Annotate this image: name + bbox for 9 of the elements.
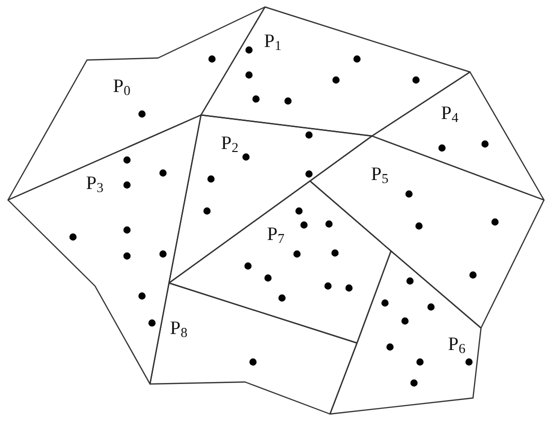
region-label: P$_{4}$ [441,104,458,123]
region-label: P$_{2}$ [221,134,238,153]
region-label: P$_{5}$ [371,165,388,184]
region-label: P$_{6}$ [448,335,466,354]
region-label: P$_{1}$ [264,32,282,51]
region-label: P$_{0}$ [113,77,130,96]
region-label: P$_{7}$ [267,225,284,244]
region-label: P$_{8}$ [170,319,188,338]
region-label: P$_{3}$ [86,174,104,193]
